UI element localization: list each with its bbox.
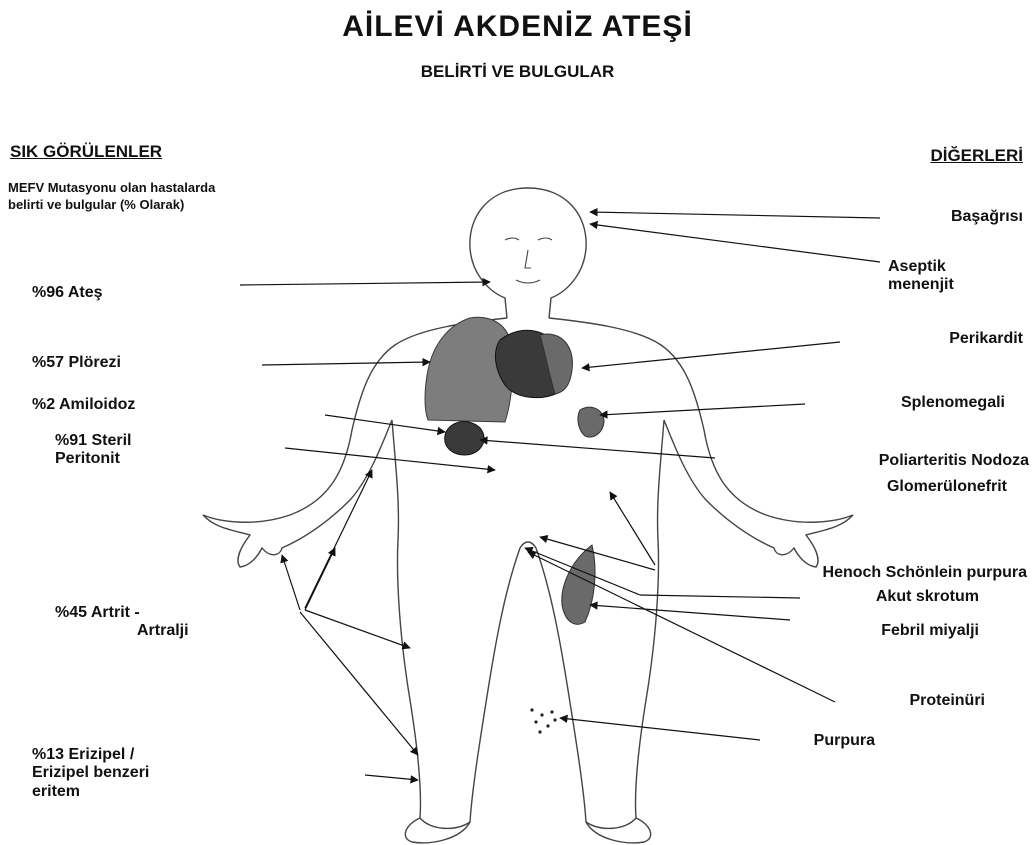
- organs: [425, 317, 604, 733]
- arrow-scrotum: [640, 595, 800, 598]
- arrow-pericarditis: [582, 342, 840, 368]
- label-meningitis-line-1: Aseptik: [888, 258, 954, 276]
- label-acute-scrotum: Akut skrotum: [876, 588, 979, 606]
- arrow-proteinuria: [528, 552, 835, 702]
- label-glomerulonephritis: Glomerülonefrit: [887, 478, 1007, 496]
- label-meningitis: Aseptik menenjit: [888, 258, 954, 295]
- label-arthritis: %45 Artrit - Artralji: [55, 604, 189, 641]
- arrow-arthritis-2: [305, 548, 335, 610]
- arrow-meningitis: [590, 224, 880, 262]
- label-proteinuria: Proteinüri: [909, 692, 985, 710]
- label-peritonitis-line-2: Peritonit: [55, 450, 131, 468]
- label-poliarteritis-nodoza: Poliarteritis Nodoza: [879, 452, 1029, 470]
- arrow-pleurisy: [262, 362, 430, 365]
- kidney: [445, 422, 484, 455]
- arrows: [240, 212, 880, 780]
- label-febrile-myalgia: Febril miyalji: [881, 622, 979, 640]
- purpura-dots: [530, 708, 556, 733]
- label-henoch-schonlein-purpura: Henoch Schönlein purpura: [823, 564, 1027, 582]
- arrow-arthritis-1: [282, 555, 300, 610]
- body-outline: [203, 188, 853, 843]
- label-pericarditis: Perikardit: [949, 330, 1023, 348]
- label-pleurisy: %57 Plörezi: [32, 354, 121, 372]
- label-arthritis-line-2: Artralji: [55, 622, 189, 640]
- arrow-glomerulonephritis-hsp: [610, 492, 655, 565]
- label-arthritis-line-1: %45 Artrit -: [55, 604, 189, 622]
- arrow-pan: [480, 440, 715, 458]
- label-headache: Başağrısı: [951, 208, 1023, 226]
- label-splenomegaly: Splenomegali: [901, 394, 1005, 412]
- arrow-fever: [240, 282, 490, 285]
- arrow-arthritis-4: [305, 610, 410, 648]
- label-peritonitis-line-1: %91 Steril: [55, 432, 131, 450]
- arrow-myalgia: [590, 605, 790, 620]
- label-erysipelas-line-2: Erizipel benzeri: [32, 764, 149, 782]
- label-peritonitis: %91 Steril Peritonit: [55, 432, 131, 469]
- spleen: [578, 407, 604, 437]
- label-erysipelas: %13 Erizipel / Erizipel benzeri eritem: [32, 746, 149, 801]
- thigh-muscle: [562, 545, 595, 624]
- arrow-arthritis-3: [305, 470, 372, 608]
- arrow-arthritis-5: [300, 612, 418, 755]
- label-erysipelas-line-1: %13 Erizipel /: [32, 746, 149, 764]
- arrow-headache: [590, 212, 880, 218]
- label-amyloidosis: %2 Amiloidoz: [32, 396, 135, 414]
- arrow-erysipelas: [365, 775, 418, 780]
- label-fever: %96 Ateş: [32, 284, 103, 302]
- arrow-hsp: [540, 537, 655, 570]
- label-erysipelas-line-3: eritem: [32, 783, 149, 801]
- arrow-purpura: [560, 718, 760, 740]
- arrow-splenomegaly: [600, 404, 805, 415]
- label-purpura: Purpura: [814, 732, 875, 750]
- label-meningitis-line-2: menenjit: [888, 276, 954, 294]
